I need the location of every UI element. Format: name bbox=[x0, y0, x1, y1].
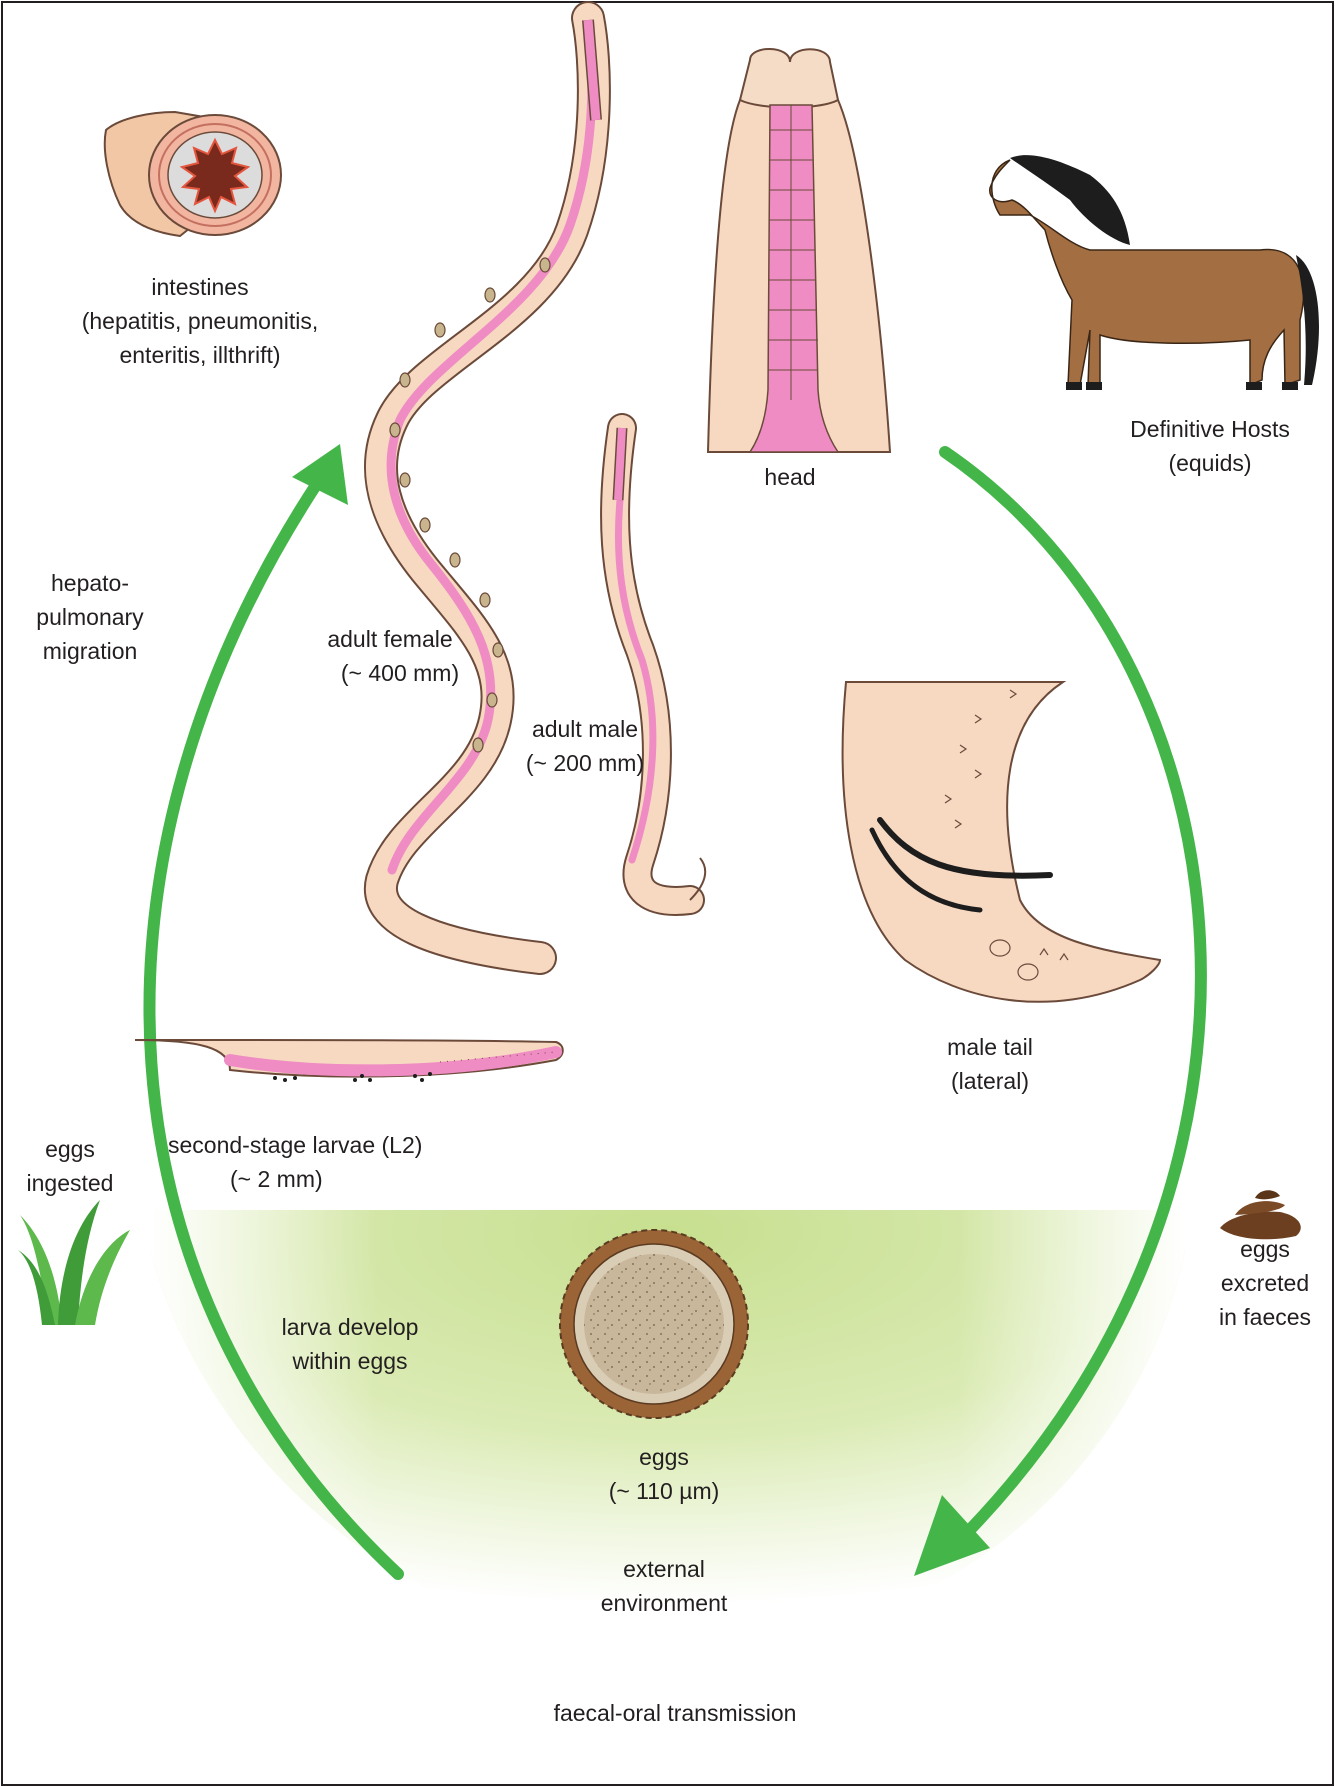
adult-male-label: adult male (~ 200 mm) bbox=[505, 712, 665, 780]
intestines-label-line1: intestines bbox=[50, 270, 350, 304]
adult-female-label-line1: adult female bbox=[295, 622, 485, 656]
adult-female-label: adult female (~ 400 mm) bbox=[295, 622, 485, 690]
horse-icon bbox=[990, 155, 1319, 390]
adult-male-label-line2: (~ 200 mm) bbox=[505, 746, 665, 780]
transmission-label: faecal-oral transmission bbox=[495, 1696, 855, 1730]
adult-female-label-line2: (~ 400 mm) bbox=[295, 656, 485, 690]
intestines-label-line3: enteritis, illthrift) bbox=[50, 338, 350, 372]
male-tail-label: male tail (lateral) bbox=[900, 1030, 1080, 1098]
male-tail-icon bbox=[843, 682, 1160, 1002]
adult-male-label-line1: adult male bbox=[505, 712, 665, 746]
larva-develop-label: larva develop within eggs bbox=[255, 1310, 445, 1378]
second-stage-larva-icon bbox=[135, 1040, 563, 1082]
transmission-label-text: faecal-oral transmission bbox=[495, 1696, 855, 1730]
eggs-excreted-label-line3: in faeces bbox=[1200, 1300, 1330, 1334]
external-environment-label: external environment bbox=[574, 1552, 754, 1620]
eggs-ingested-label-line1: eggs bbox=[10, 1132, 130, 1166]
external-environment-label-line2: environment bbox=[574, 1586, 754, 1620]
larvae-label-line1: second-stage larvae (L2) bbox=[168, 1128, 488, 1162]
external-environment-label-line1: external bbox=[574, 1552, 754, 1586]
larva-develop-label-line2: within eggs bbox=[255, 1344, 445, 1378]
eggs-ingested-label-line2: ingested bbox=[10, 1166, 130, 1200]
intestines-label-line2: (hepatitis, pneumonitis, bbox=[50, 304, 350, 338]
eggs-size-label-line2: (~ 110 µm) bbox=[584, 1474, 744, 1508]
intestines-label: intestines (hepatitis, pneumonitis, ente… bbox=[50, 270, 350, 372]
eggs-excreted-label-line1: eggs bbox=[1200, 1232, 1330, 1266]
migration-label-line2: pulmonary bbox=[15, 600, 165, 634]
migration-label: hepato- pulmonary migration bbox=[15, 566, 165, 668]
eggs-size-label: eggs (~ 110 µm) bbox=[584, 1440, 744, 1508]
definitive-hosts-label: Definitive Hosts (equids) bbox=[1090, 412, 1330, 480]
adult-male-worm-icon bbox=[615, 428, 705, 901]
head-label-text: head bbox=[730, 460, 850, 494]
eggs-size-label-line1: eggs bbox=[584, 1440, 744, 1474]
eggs-ingested-label: eggs ingested bbox=[10, 1132, 130, 1200]
larva-develop-label-line1: larva develop bbox=[255, 1310, 445, 1344]
worm-head-icon bbox=[708, 49, 890, 452]
definitive-hosts-label-line2: (equids) bbox=[1090, 446, 1330, 480]
migration-label-line3: migration bbox=[15, 634, 165, 668]
larvae-label-line2: (~ 2 mm) bbox=[168, 1162, 488, 1196]
eggs-excreted-label-line2: excreted bbox=[1200, 1266, 1330, 1300]
head-label: head bbox=[730, 460, 850, 494]
intestine-cross-section-icon bbox=[105, 112, 281, 236]
grass-icon bbox=[18, 1200, 130, 1325]
larvae-label: second-stage larvae (L2) (~ 2 mm) bbox=[168, 1128, 488, 1196]
eggs-excreted-label: eggs excreted in faeces bbox=[1200, 1232, 1330, 1334]
migration-label-line1: hepato- bbox=[15, 566, 165, 600]
adult-female-worm-icon bbox=[381, 18, 596, 958]
male-tail-label-line2: (lateral) bbox=[900, 1064, 1080, 1098]
egg-icon bbox=[560, 1230, 748, 1418]
definitive-hosts-label-line1: Definitive Hosts bbox=[1090, 412, 1330, 446]
male-tail-label-line1: male tail bbox=[900, 1030, 1080, 1064]
